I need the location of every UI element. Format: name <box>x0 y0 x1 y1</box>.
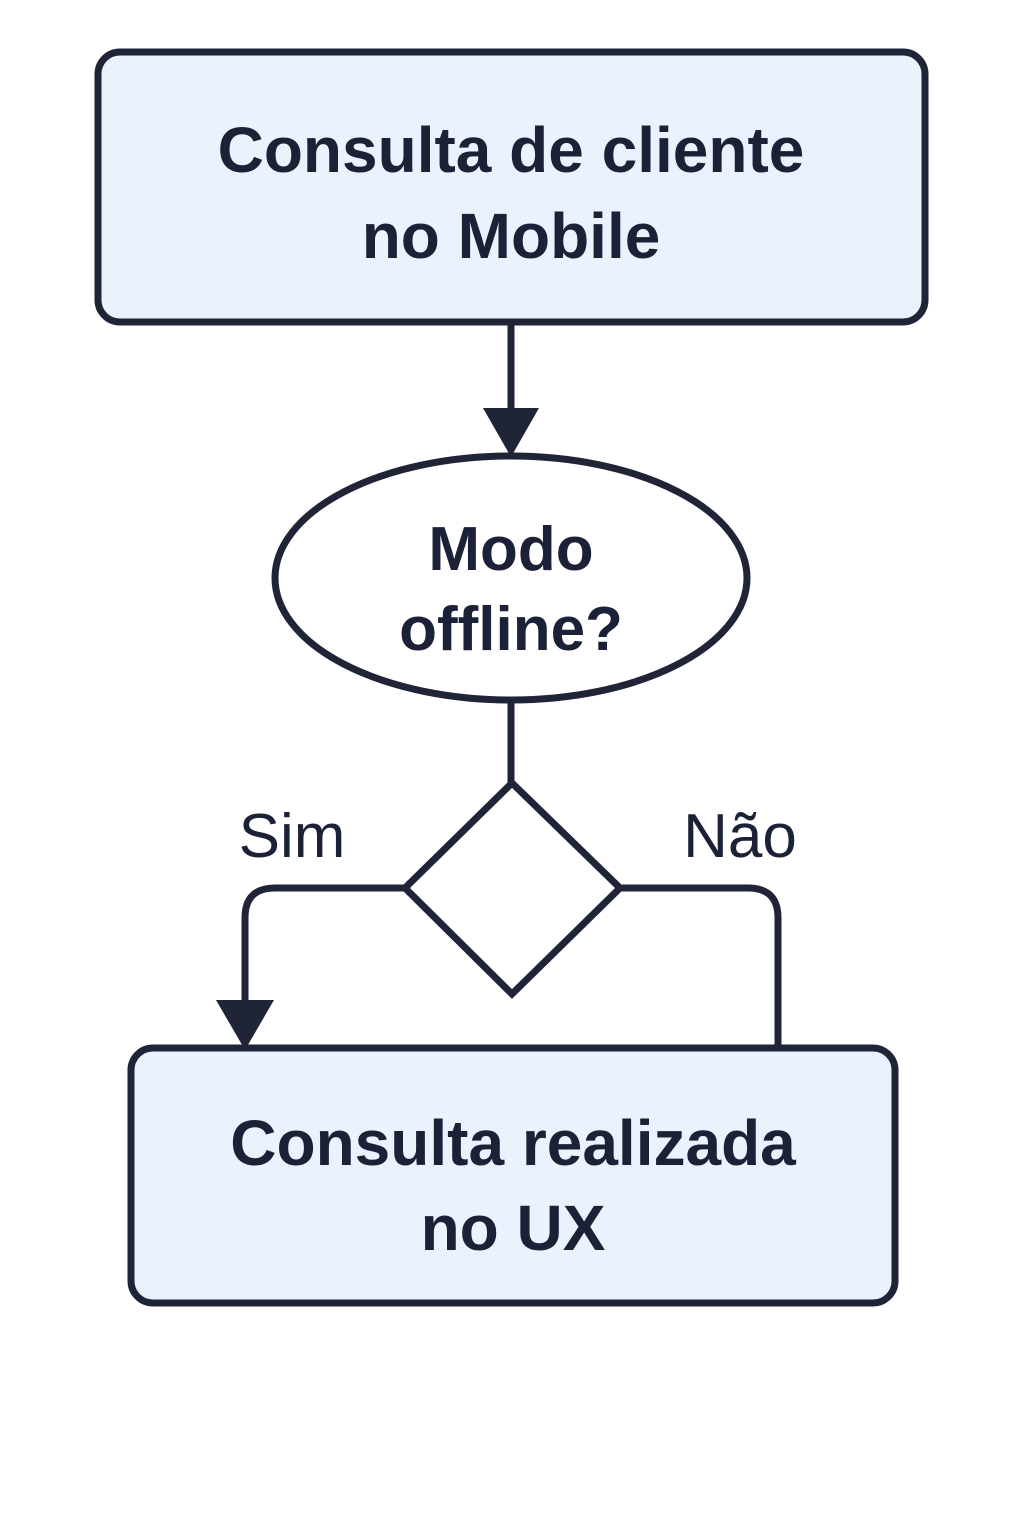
node-start-label-line2: no Mobile <box>362 200 661 272</box>
edge-label-sim: Sim <box>239 802 346 871</box>
edge-line-diamond-yes-to-end <box>241 884 405 1015</box>
node-end-shape[interactable] <box>127 1044 899 1307</box>
node-start-label-line1: Consulta de cliente <box>218 114 805 186</box>
arrowhead-icon-diamond-yes-to-end <box>216 1000 274 1050</box>
node-end-label-line1: Consulta realizada <box>230 1107 796 1179</box>
edge-line-diamond-no-to-end <box>620 884 782 1050</box>
edge-label-nao: Não <box>683 802 797 871</box>
node-end[interactable]: Consulta realizada no UX <box>127 1044 899 1307</box>
node-branch-diamond-shape[interactable] <box>400 778 626 999</box>
edge-start-to-offline <box>483 322 539 457</box>
node-decision-offline-label-line1: Modo <box>428 515 593 584</box>
arrowhead-icon-start-to-offline <box>483 408 539 457</box>
node-branch-diamond[interactable] <box>400 778 626 999</box>
edge-diamond-yes-to-end <box>216 884 405 1050</box>
node-end-label-line2: no UX <box>421 1192 606 1264</box>
node-start-shape[interactable] <box>94 48 929 326</box>
edge-diamond-no-to-end <box>620 884 782 1050</box>
node-decision-offline-shape[interactable] <box>271 452 751 704</box>
node-decision-offline-label-line2: offline? <box>399 595 623 664</box>
node-start[interactable]: Consulta de cliente no Mobile <box>94 48 929 326</box>
node-decision-offline[interactable]: Modo offline? <box>271 452 751 704</box>
